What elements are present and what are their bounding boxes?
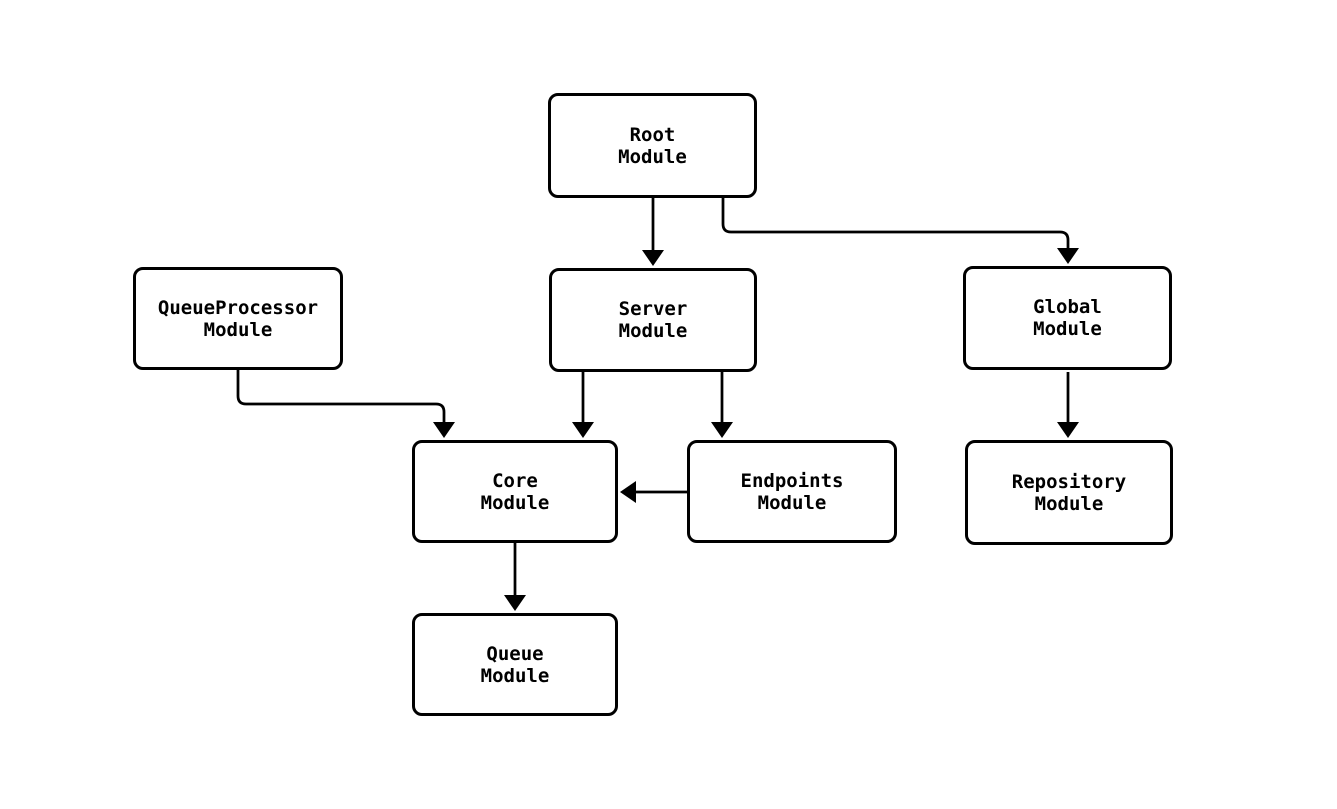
node-queueprocessor-module-label: QueueProcessor Module [157,296,319,341]
arrowhead-down-icon [642,250,664,266]
edge-root-to-server [642,198,664,266]
node-queue-module-label: Queue Module [480,642,550,687]
edge-line [236,370,446,422]
node-root-module-label: Root Module [618,123,687,168]
node-core-module: Core Module [412,440,618,543]
edge-queueprocessor-to-core [236,370,455,438]
arrowhead-down-icon [1057,422,1079,438]
arrowhead-left-icon [620,481,636,503]
node-queue-module: Queue Module [412,613,618,716]
edge-global-to-repository [1057,372,1079,438]
node-endpoints-module-label: Endpoints Module [740,469,844,514]
node-root-module: Root Module [548,93,757,198]
edge-endpoints-to-core [620,481,687,503]
arrowhead-down-icon [433,422,455,438]
arrowhead-down-icon [711,422,733,438]
edge-server-to-core [572,372,594,438]
node-server-module: Server Module [549,268,757,372]
node-global-module-label: Global Module [1033,296,1102,340]
node-repository-module-label: Repository Module [1011,470,1127,515]
arrowhead-down-icon [504,595,526,611]
node-endpoints-module: Endpoints Module [687,440,897,543]
node-global-module: Global Module [963,266,1172,370]
node-repository-module: Repository Module [965,440,1173,545]
node-queueprocessor-module: QueueProcessor Module [133,267,343,370]
node-core-module-label: Core Module [480,469,550,514]
edge-server-to-endpoints [711,372,733,438]
edge-line [721,198,1070,248]
arrowhead-down-icon [1057,248,1079,264]
edge-root-to-global [721,198,1079,264]
edge-core-to-queue [504,543,526,611]
arrowhead-down-icon [572,422,594,438]
node-server-module-label: Server Module [618,298,688,342]
